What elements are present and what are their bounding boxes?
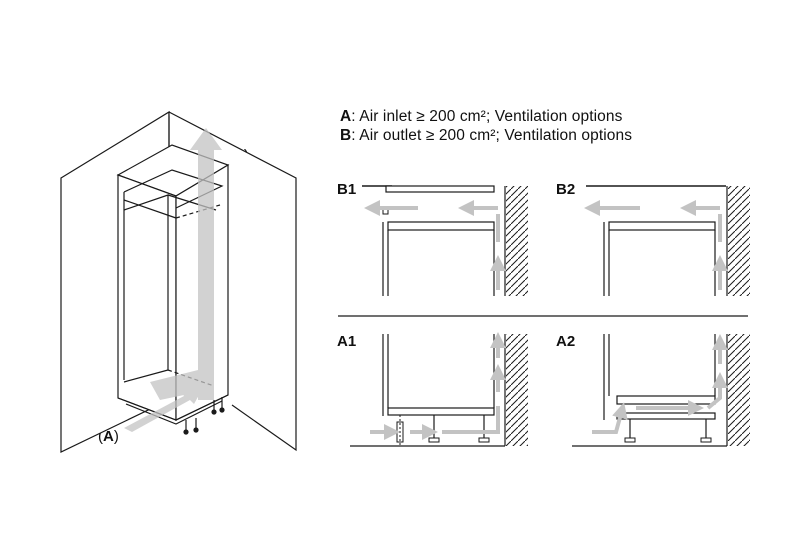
- diagram-a1: [350, 332, 528, 447]
- diagram-b2: [584, 185, 750, 296]
- option-a1-label: A1: [337, 333, 357, 350]
- air-inlet-arrow: [124, 386, 204, 432]
- option-a2-label: A2: [556, 333, 576, 350]
- perspective-airflow-arrows: [124, 128, 222, 432]
- legend-air-inlet: A: Air inlet ≥ 200 cm²; Ventilation opti…: [340, 108, 623, 125]
- option-b1-label: B1: [337, 181, 357, 198]
- legend-air-outlet: B: Air outlet ≥ 200 cm²; Ventilation opt…: [340, 127, 633, 144]
- diagram-a2: [572, 334, 750, 447]
- callout-a: (A): [98, 428, 119, 445]
- option-b2-label: B2: [556, 181, 576, 198]
- air-outlet-arrow: [190, 128, 222, 400]
- diagram-b1: [362, 185, 528, 296]
- perspective-installation: [60, 110, 297, 453]
- cabinet-plinth: [117, 394, 229, 421]
